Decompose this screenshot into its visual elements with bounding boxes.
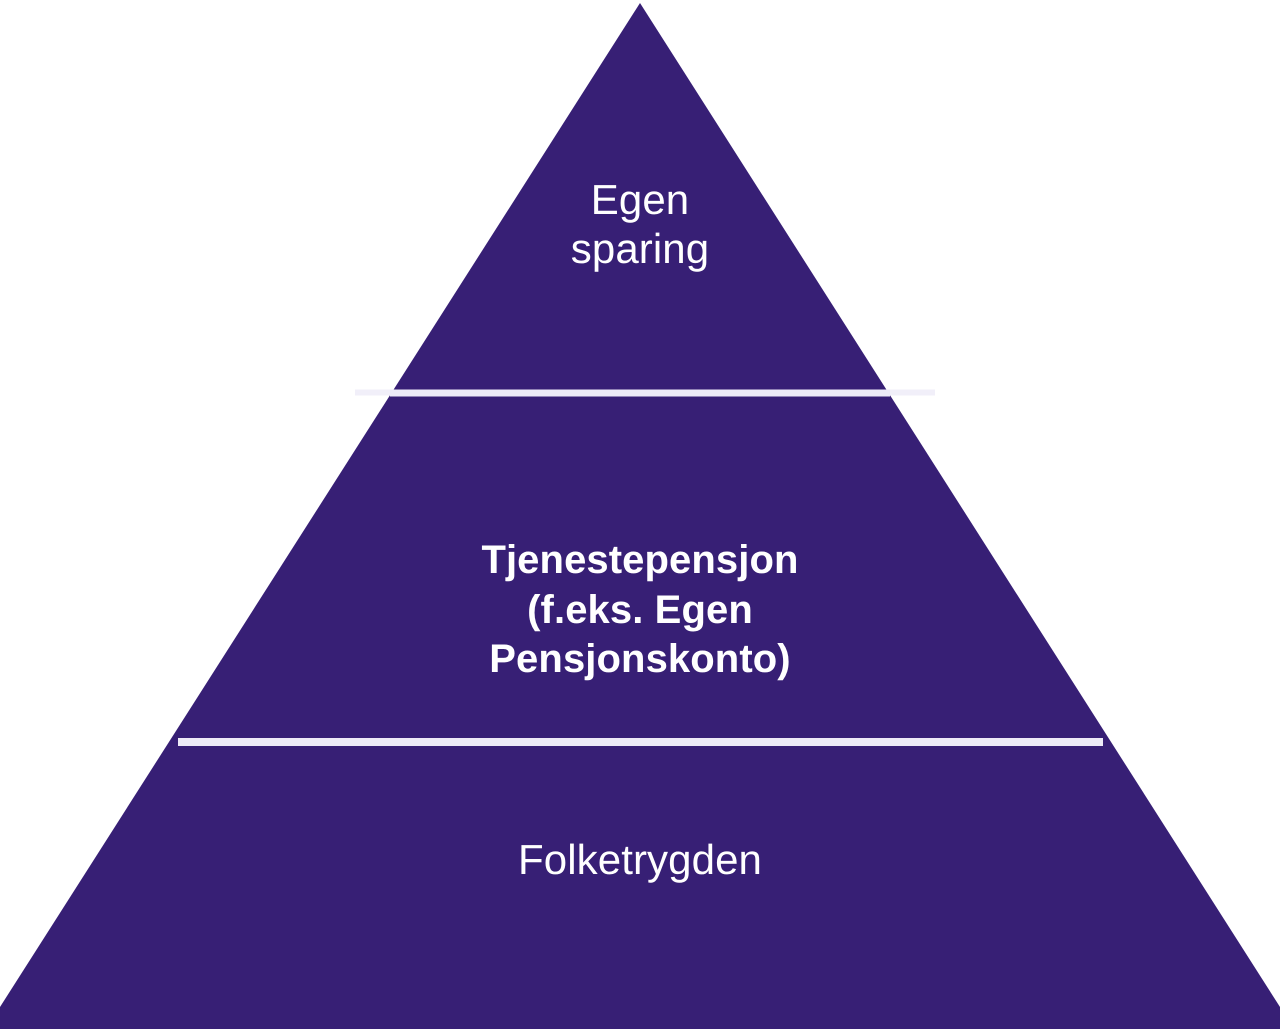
pyramid-body [0,3,1280,1029]
divider-upper [390,389,890,397]
pyramid-tier-label-bottom: Folketrygden [518,836,762,883]
divider-upper-faint-left [355,389,400,396]
divider-lower [178,738,1103,746]
divider-upper-faint-right [880,389,935,396]
pyramid-tier-label-middle: Tjenestepensjon (f.eks. Egen Pensjonskon… [481,538,799,682]
pyramid-tier-label-top: Egen sparing [570,176,710,272]
